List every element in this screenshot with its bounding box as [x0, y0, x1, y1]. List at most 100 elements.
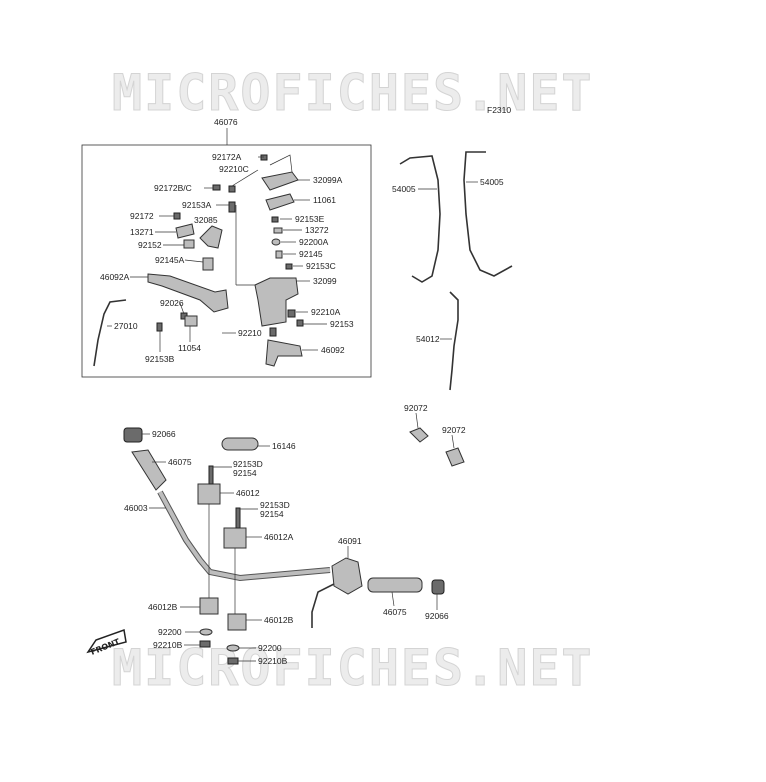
screw-92153e — [271, 216, 279, 223]
label-92200a: 92200A — [299, 237, 329, 247]
end-cap-92066-right — [431, 579, 445, 595]
label-92153d-b: 92153D — [260, 500, 290, 510]
label-92153: 92153 — [330, 319, 354, 329]
part-13271 — [175, 223, 195, 239]
clamp-92072-b — [445, 447, 465, 467]
label-92153c: 92153C — [306, 261, 336, 271]
label-92172bc: 92172B/C — [154, 183, 192, 193]
label-92072-b: 92072 — [442, 425, 466, 435]
washer-92200-left — [199, 628, 213, 636]
clamp-46012 — [197, 483, 221, 505]
grip-46075-left — [131, 449, 167, 491]
label-92200-right: 92200 — [258, 643, 282, 653]
label-46091: 46091 — [338, 536, 362, 546]
label-92152: 92152 — [138, 240, 162, 250]
label-16146: 16146 — [272, 441, 296, 451]
brake-lever-46092a — [147, 273, 229, 313]
bolt-92153a — [228, 201, 236, 213]
label-54012: 54012 — [416, 334, 440, 344]
label-32085: 32085 — [194, 215, 218, 225]
switch-cable — [311, 583, 335, 628]
label-27010: 27010 — [114, 321, 138, 331]
label-11054: 11054 — [178, 343, 201, 353]
bolt-92153c — [285, 263, 293, 270]
clamp-46012b-right — [227, 613, 247, 631]
screw-92172bc — [212, 184, 221, 191]
end-cap-92066-left — [123, 427, 143, 443]
label-92153b: 92153B — [145, 354, 175, 364]
label-92172a: 92172A — [212, 152, 242, 162]
label-46076: 46076 — [214, 117, 238, 127]
switch-11054 — [184, 315, 198, 327]
label-54005-right: 54005 — [480, 177, 504, 187]
front-arrow-icon — [86, 628, 127, 654]
cable-54005-right — [463, 151, 513, 277]
label-92210c: 92210C — [219, 164, 249, 174]
assembly-box — [81, 144, 372, 378]
label-92072-a: 92072 — [404, 403, 428, 413]
bracket-46092 — [265, 339, 303, 367]
master-cylinder-32099 — [254, 277, 299, 327]
label-92145: 92145 — [299, 249, 323, 259]
label-92210: 92210 — [238, 328, 262, 338]
label-46012: 46012 — [236, 488, 260, 498]
label-46075-left: 46075 — [168, 457, 192, 467]
label-92154-a: 92154 — [233, 468, 257, 478]
clamp-46012a — [223, 527, 247, 549]
cable-27010 — [93, 299, 127, 367]
label-92172: 92172 — [130, 211, 154, 221]
label-92210a: 92210A — [311, 307, 341, 317]
label-32099a: 32099A — [313, 175, 343, 185]
washer-92200-right — [226, 644, 240, 652]
cap-32099a — [261, 171, 299, 191]
label-11061: 11061 — [313, 195, 336, 205]
label-46075-right: 46075 — [383, 607, 407, 617]
label-46003: 46003 — [124, 503, 148, 513]
watermark-bottom: MICROFICHES.NET — [112, 639, 594, 697]
part-92152 — [183, 239, 195, 249]
label-92026: 92026 — [160, 298, 184, 308]
clamp-92072-a — [409, 427, 429, 443]
cable-54005-left — [399, 155, 441, 283]
label-92210b-left: 92210B — [153, 640, 183, 650]
label-46012b-right: 46012B — [264, 615, 294, 625]
label-92210b-right: 92210B — [258, 656, 288, 666]
screw-92172a — [260, 154, 268, 161]
clamp-46012b-left — [199, 597, 219, 615]
cable-54012 — [449, 291, 459, 391]
switch-46091 — [331, 557, 363, 595]
washer-92210 — [269, 327, 277, 337]
part-32085 — [199, 225, 223, 249]
label-46012b-left: 46012B — [148, 602, 178, 612]
label-92145a: 92145A — [155, 255, 185, 265]
nut-92210b-right — [227, 657, 239, 665]
bolt-92153d-b — [235, 507, 241, 529]
label-46092a: 46092A — [100, 272, 130, 282]
label-92153a: 92153A — [182, 200, 212, 210]
label-92154-b: 92154 — [260, 509, 284, 519]
part-92145a — [202, 257, 214, 271]
nut-92210b-left — [199, 640, 211, 648]
label-32099: 32099 — [313, 276, 337, 286]
washer-92200a — [271, 238, 281, 246]
label-92153e: 92153E — [295, 214, 325, 224]
label-13272: 13272 — [305, 225, 329, 235]
screw-92172 — [173, 212, 181, 220]
label-46012a: 46012A — [264, 532, 294, 542]
label-92200-left: 92200 — [158, 627, 182, 637]
label-46092: 46092 — [321, 345, 345, 355]
watermark-top: MICROFICHES.NET — [112, 64, 594, 122]
part-92145 — [275, 250, 283, 259]
part-13272 — [273, 227, 283, 234]
part-16146 — [221, 437, 259, 451]
label-92153d-a: 92153D — [233, 459, 263, 469]
label-54005-left: 54005 — [392, 184, 416, 194]
washer-92210c — [228, 185, 236, 193]
bolt-92153d-a — [208, 465, 214, 485]
label-13271: 13271 — [130, 227, 154, 237]
grip-46075-right — [367, 577, 423, 593]
bolt-92153 — [296, 319, 304, 327]
washer-92210a — [287, 309, 296, 318]
bolt-92153b — [156, 322, 163, 332]
